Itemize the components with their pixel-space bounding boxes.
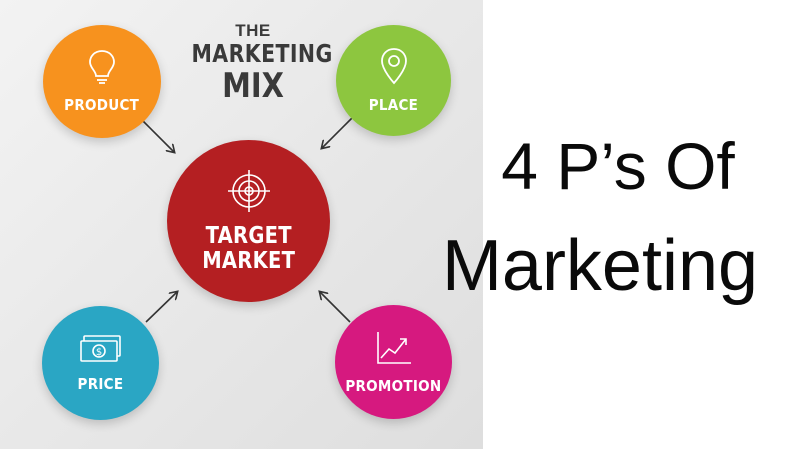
title-line-2: Marketing (441, 226, 759, 306)
diagram-header: THE MARKETING MIX (178, 21, 333, 106)
marketing-mix-diagram: THE MARKETING MIX PRODUCT (0, 0, 483, 449)
svg-text:$: $ (95, 347, 101, 358)
product-label: PRODUCT (64, 96, 140, 114)
target-market-node: TARGET MARKET (167, 140, 330, 302)
arrow-center-to-price (145, 292, 177, 323)
place-label: PLACE (368, 96, 419, 114)
promotion-label: PROMOTION (345, 376, 442, 395)
target-market-label: TARGET MARKET (201, 222, 295, 274)
arrow-place-to-center (322, 117, 353, 148)
lightbulb-icon (87, 49, 117, 90)
target-label-line2: MARKET (201, 247, 295, 274)
target-icon (227, 169, 271, 218)
arrow-product-to-center (141, 119, 174, 152)
target-label-line1: TARGET (205, 222, 292, 249)
header-marketing: MARKETING (191, 39, 333, 68)
banknote-icon: $ (79, 334, 123, 369)
map-pin-icon (380, 47, 408, 90)
title-line-1: 4 P’s Of (501, 129, 735, 203)
header-the: THE (235, 21, 271, 40)
place-node: PLACE (336, 25, 451, 136)
price-node: $ PRICE (42, 306, 159, 420)
growth-chart-icon (375, 330, 413, 371)
price-label: PRICE (77, 374, 124, 393)
promotion-node: PROMOTION (335, 305, 452, 419)
product-node: PRODUCT (43, 25, 161, 138)
header-mix: MIX (222, 66, 284, 106)
arrow-center-to-promotion (320, 292, 351, 323)
